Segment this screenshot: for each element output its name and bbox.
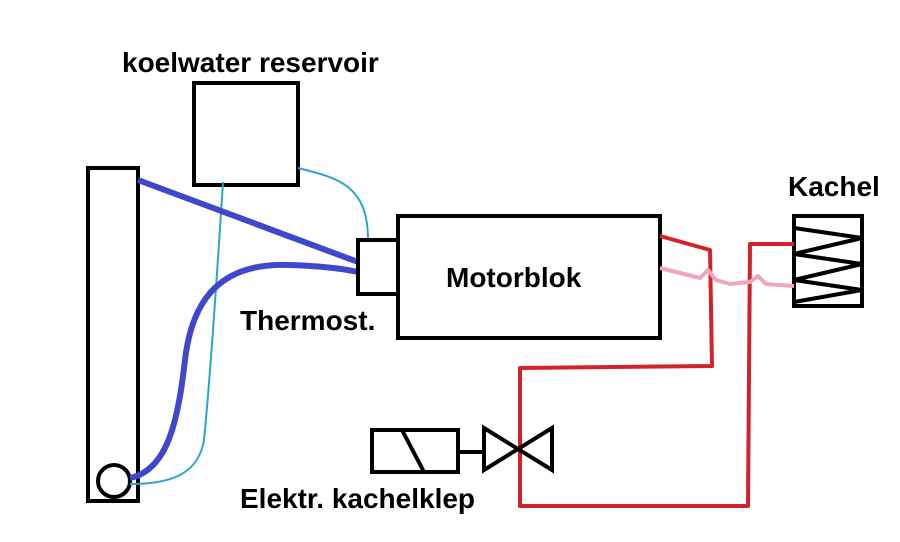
thermostat — [356, 238, 400, 296]
engine-block-label: Motorblok — [446, 262, 582, 293]
reservoir-label: koelwater reservoir — [122, 47, 379, 78]
upper-radiator-hose — [136, 177, 360, 265]
valve-body-right — [514, 424, 554, 474]
heater-core-fins — [793, 226, 863, 304]
heater-return-hose — [659, 266, 795, 288]
coolant-reservoir — [192, 81, 300, 187]
heater-valve-label: Elektr. kachelklep — [240, 483, 475, 514]
thermostat-label: Thermost. — [240, 305, 375, 336]
radiator — [86, 166, 140, 503]
reservoir-line-to-thermostat — [297, 167, 369, 241]
heater-supply-hose — [518, 234, 794, 508]
valve-body-left — [482, 424, 522, 474]
valve-actuator-coil — [400, 429, 426, 473]
heater-core — [792, 214, 864, 308]
reservoir-line-to-radiator — [129, 181, 224, 485]
lower-radiator-hose — [129, 261, 359, 481]
radiator-drain — [96, 463, 132, 499]
heater-label: Kachel — [788, 171, 880, 202]
